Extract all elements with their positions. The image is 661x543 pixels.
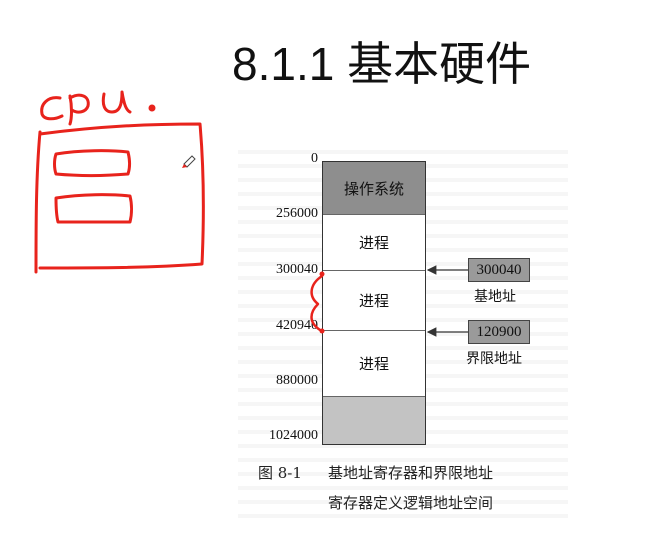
figure-number: 图 8-1 (258, 464, 302, 482)
boundary-dot (319, 271, 325, 277)
handwriting-u (101, 90, 132, 114)
address-label: 880000 (276, 373, 318, 388)
address-label: 1024000 (269, 428, 318, 443)
register-drawing-2 (54, 193, 133, 224)
address-label: 0 (311, 151, 318, 166)
boundary-dot (319, 328, 325, 334)
figure-caption-line1: 基地址寄存器和界限地址 (328, 464, 494, 482)
address-label: 420940 (276, 318, 318, 333)
slide-title: 8.1.1 基本硬件 (232, 38, 532, 90)
register-drawing-1 (53, 149, 131, 177)
segment-operating-system: 操作系统 (323, 162, 425, 215)
segment-label: 进程 (358, 292, 389, 310)
segment-process-1: 进程 (323, 215, 425, 271)
memory-layout: 操作系统 进程 进程 进程 (322, 161, 426, 445)
segment-process-3: 进程 (323, 331, 425, 397)
cpu-box-drawing (34, 122, 205, 274)
figure-caption-line2: 寄存器定义逻辑地址空间 (328, 494, 494, 512)
base-register-box: 300040 (468, 258, 530, 282)
segment-process-2: 进程 (323, 271, 425, 331)
address-label: 256000 (276, 206, 318, 221)
segment-free (323, 397, 425, 444)
segment-label: 操作系统 (343, 179, 404, 198)
base-register-label: 基地址 (474, 289, 516, 305)
handwriting-p (68, 93, 90, 126)
handwriting-c (40, 96, 64, 121)
limit-register-box: 120900 (468, 320, 530, 344)
brace-mark (310, 274, 324, 332)
pen-cursor-icon (182, 155, 196, 168)
address-label: 300040 (276, 262, 318, 277)
segment-label: 进程 (358, 234, 389, 252)
segment-label: 进程 (358, 355, 389, 373)
handwriting-dot (148, 104, 156, 112)
limit-register-label: 界限地址 (466, 351, 522, 367)
